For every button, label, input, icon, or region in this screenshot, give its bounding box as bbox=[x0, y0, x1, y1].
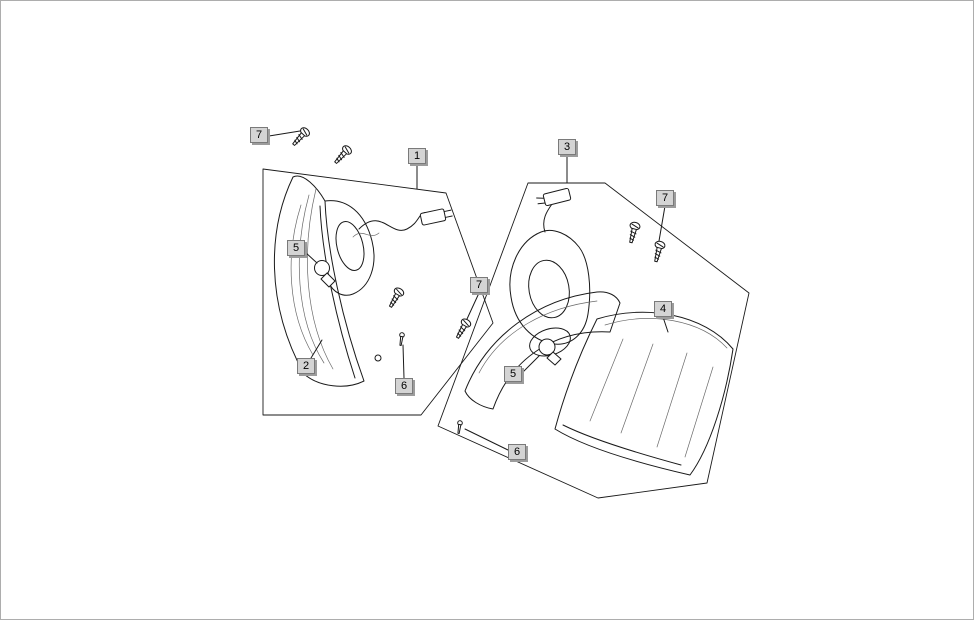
callout-3-right-assembly: 3 bbox=[558, 139, 576, 155]
callout-1-left-assembly: 1 bbox=[408, 148, 426, 164]
left-assembly-boundary bbox=[262, 168, 494, 416]
screw-upper-left-1 bbox=[289, 125, 312, 149]
right-lamp-assembly bbox=[437, 182, 750, 499]
wire-connector-right bbox=[536, 187, 572, 233]
callout-4-lens-right: 4 bbox=[654, 301, 672, 317]
bulb-left bbox=[314, 260, 336, 288]
leader-lines bbox=[268, 130, 669, 451]
lens-left-reflection-lines bbox=[290, 188, 334, 370]
screws-7 bbox=[289, 125, 667, 341]
callout-7-screws-right: 7 bbox=[656, 190, 674, 206]
screw-right-2 bbox=[650, 239, 667, 264]
right-assembly-boundary bbox=[437, 182, 750, 499]
wire-connector-left bbox=[352, 208, 453, 238]
callout-6-pin-left: 6 bbox=[395, 378, 413, 394]
callout-5-bulb-right: 5 bbox=[504, 366, 522, 382]
housing-right bbox=[509, 229, 591, 345]
screw-middle-2 bbox=[452, 316, 473, 341]
screw-upper-left-2 bbox=[331, 143, 354, 167]
callout-2-lens-left: 2 bbox=[297, 358, 315, 374]
lens-mount-stud bbox=[374, 354, 382, 362]
callout-7-screws-upper-left: 7 bbox=[250, 127, 268, 143]
housing-left bbox=[324, 200, 375, 296]
screw-right-1 bbox=[625, 220, 642, 245]
fixing-pin-right bbox=[455, 419, 464, 435]
bulb-right bbox=[538, 338, 562, 366]
callout-7-screws-middle: 7 bbox=[470, 277, 488, 293]
callout-5-bulb-left: 5 bbox=[287, 240, 305, 256]
lens-right bbox=[554, 311, 734, 476]
left-lamp-assembly bbox=[262, 168, 494, 416]
callout-6-pin-right: 6 bbox=[508, 444, 526, 460]
lens-right-reflection-lines bbox=[589, 338, 714, 458]
screw-middle-1 bbox=[385, 285, 406, 310]
fixing-pin-left bbox=[397, 331, 406, 347]
